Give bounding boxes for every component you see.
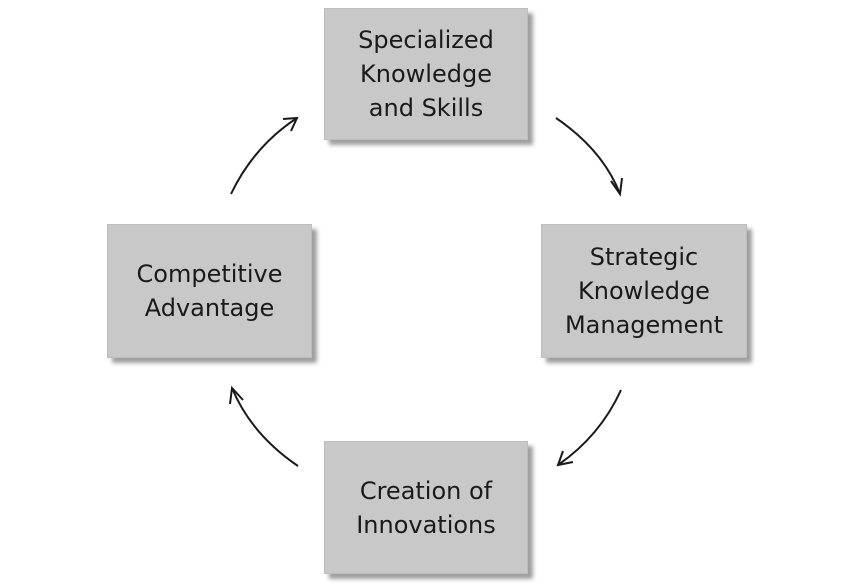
arrow-top-to-right — [555, 117, 621, 195]
arrow-left-to-top — [230, 117, 298, 195]
arrow-right-to-bottom-head — [556, 450, 574, 467]
node-creation-of-innovations: Creation of Innovations — [324, 441, 528, 574]
node-specialized-knowledge-and-skills: Specialized Knowledge and Skills — [324, 8, 528, 140]
node-competitive-advantage: Competitive Advantage — [107, 224, 312, 358]
arrow-bottom-to-left-head — [229, 385, 244, 405]
arrow-top-to-right-head — [610, 177, 623, 197]
arrow-left-to-top-head — [282, 116, 299, 132]
node-label: Competitive Advantage — [136, 260, 283, 322]
arrow-right-to-bottom — [557, 389, 622, 466]
node-label: Creation of Innovations — [356, 476, 496, 539]
arrow-bottom-to-left — [231, 387, 299, 467]
node-label: Specialized Knowledge and Skills — [358, 26, 494, 122]
node-strategic-knowledge-management: Strategic Knowledge Management — [541, 224, 747, 358]
node-label: Strategic Knowledge Management — [564, 243, 724, 339]
